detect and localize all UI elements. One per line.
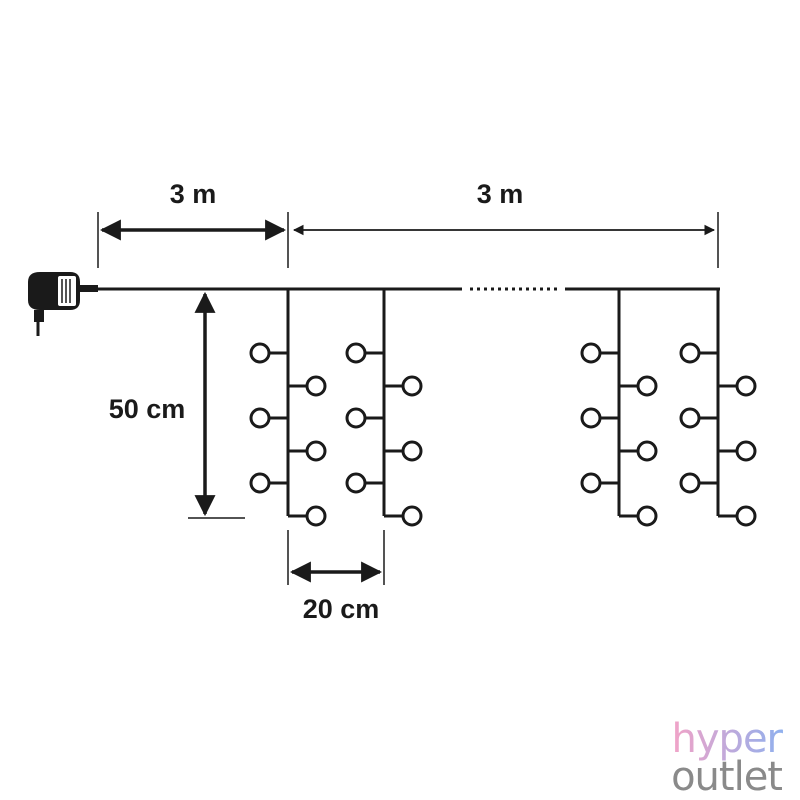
watermark-line-1: hyper [672,716,784,762]
led-bulb [345,407,367,429]
led-bulb [580,472,602,494]
watermark-line-2: outlet [671,754,782,800]
curtain-width-label: 3 m [477,179,524,209]
drop-spacing-dimension: 20 cm [287,530,385,624]
led-bulb [679,472,701,494]
led-drop [679,289,757,527]
led-bulb [636,505,658,527]
led-bulb [679,407,701,429]
drop-length-dimension: 50 cm [109,291,245,519]
drop-length-label: 50 cm [109,394,186,424]
watermark-logo: hyper outlet [671,716,784,800]
led-drop [249,289,327,527]
led-bulb [305,375,327,397]
led-bulb [249,472,271,494]
led-bulb [401,375,423,397]
led-drop [345,289,423,527]
led-bulb [679,342,701,364]
led-bulb [401,505,423,527]
led-bulb [735,440,757,462]
led-bulb [580,407,602,429]
curtain-width-dimension: 3 m [292,179,719,268]
led-bulb [249,407,271,429]
led-bulb [636,440,658,462]
led-bulb [345,342,367,364]
led-bulb [636,375,658,397]
led-bulb [345,472,367,494]
lead-cable-dimension: 3 m [97,179,289,268]
led-bulb [401,440,423,462]
led-bulb [305,505,327,527]
led-bulb [305,440,327,462]
led-bulb [580,342,602,364]
led-bulb [249,342,271,364]
led-bulb [735,375,757,397]
led-drops [249,289,757,527]
led-drop [580,289,658,527]
power-adapter-icon [28,272,98,336]
led-bulb [735,505,757,527]
lead-cable-length-label: 3 m [170,179,217,209]
drop-spacing-label: 20 cm [303,594,380,624]
